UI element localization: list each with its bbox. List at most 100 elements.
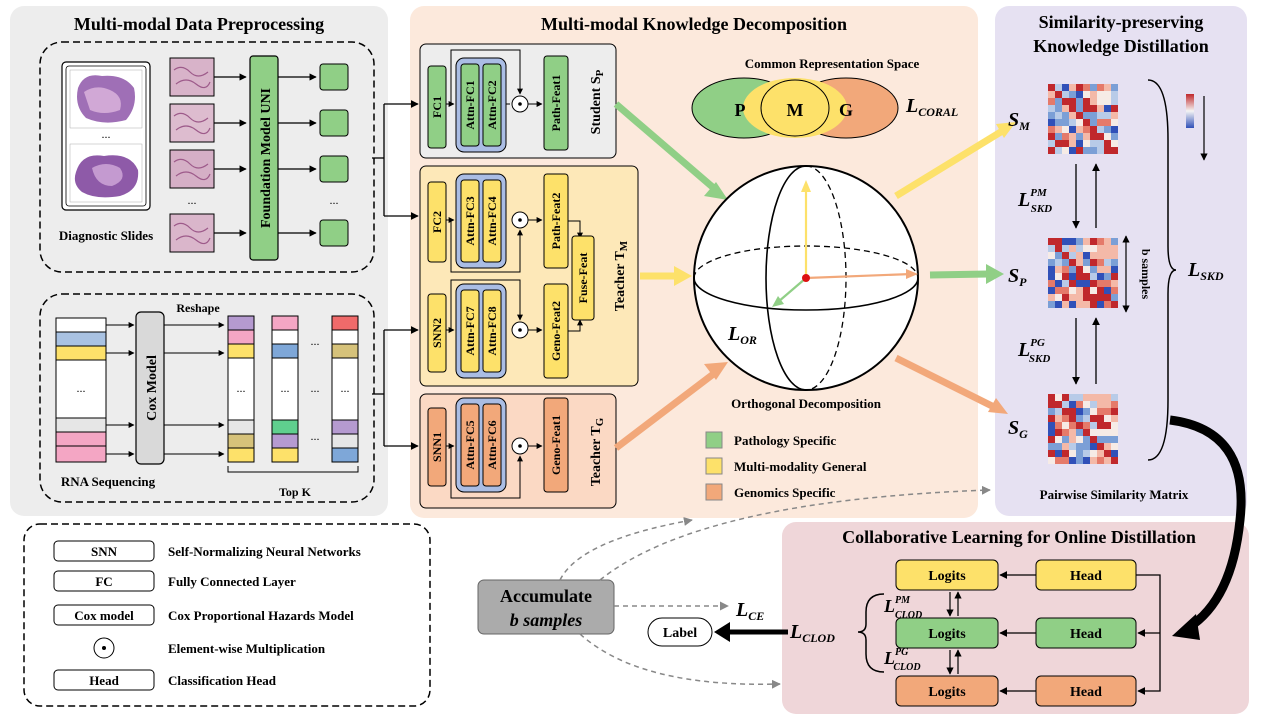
matrix-cell: [1111, 126, 1118, 133]
matrix-cell: [1097, 294, 1104, 301]
matrix-cell: [1097, 252, 1104, 259]
matrix-cell: [1062, 287, 1069, 294]
matrix-cell: [1076, 436, 1083, 443]
sphere-to-sp-arrow: [929, 270, 989, 279]
matrix-cell: [1076, 408, 1083, 415]
matrix-cell: [1062, 112, 1069, 119]
matrix-cell: [1083, 273, 1090, 280]
matrix-cell: [1048, 266, 1055, 273]
matrix-cell: [1062, 408, 1069, 415]
teacher-g-to-sphere-arrow: [613, 369, 719, 451]
matrix-cell: [1069, 91, 1076, 98]
svg-text:Attn-FC8: Attn-FC8: [485, 306, 499, 355]
common-space-label: Common Representation Space: [745, 56, 920, 71]
logits-p: [895, 617, 999, 649]
matrix-cell: [1048, 133, 1055, 140]
matrix-cell: [1090, 394, 1097, 401]
matrix-cell: [1104, 266, 1111, 273]
svg-text:Self-Normalizing Neural Networ: Self-Normalizing Neural Networks: [168, 544, 361, 559]
svg-text:P: P: [735, 100, 746, 120]
matrix-cell: [1069, 119, 1076, 126]
matrix-cell: [1076, 394, 1083, 401]
matrix-cell: [1062, 394, 1069, 401]
matrix-cell: [1090, 84, 1097, 91]
matrix-cell: [1055, 119, 1062, 126]
matrix-cell: [1104, 91, 1111, 98]
patches-dots: ...: [188, 193, 197, 207]
svg-text:SNN: SNN: [91, 544, 118, 559]
matrix-cell: [1055, 266, 1062, 273]
svg-text:G: G: [839, 100, 853, 120]
matrix-cell: [1048, 126, 1055, 133]
matrix-cell: [1090, 443, 1097, 450]
matrix-cell: [1083, 133, 1090, 140]
svg-text:...: ...: [237, 381, 246, 395]
matrix-cell: [1069, 294, 1076, 301]
matrix-cell: [1097, 259, 1104, 266]
matrix-cell: [1062, 422, 1069, 429]
matrix-cell: [1062, 429, 1069, 436]
matrix-cell: [1083, 266, 1090, 273]
matrix-cell: [1083, 245, 1090, 252]
matrix-cell: [1048, 280, 1055, 287]
matrix-cell: [1062, 238, 1069, 245]
matrix-cell: [1062, 415, 1069, 422]
matrix-cell: [1097, 408, 1104, 415]
matrix-cell: [1062, 91, 1069, 98]
matrix-cell: [1090, 266, 1097, 273]
matrix-cell: [1055, 147, 1062, 154]
matrix-cell: [1083, 401, 1090, 408]
matrix-cell: [1083, 280, 1090, 287]
matrix-cell: [1090, 133, 1097, 140]
rna-vector: [55, 317, 107, 463]
matrix-cell: [1069, 301, 1076, 308]
matrix-cell: [1097, 147, 1104, 154]
matrix-cell: [1062, 273, 1069, 280]
matrix-cell: [1076, 273, 1083, 280]
matrix-cell: [1062, 252, 1069, 259]
matrix-cell: [1076, 457, 1083, 464]
matrix-cell: [1076, 140, 1083, 147]
matrix-cell: [1076, 98, 1083, 105]
matrix-cell: [1111, 84, 1118, 91]
patch-features: [319, 63, 349, 247]
svg-text:...: ...: [341, 381, 350, 395]
matrix-cell: [1062, 401, 1069, 408]
sphere-to-sg-arrow: [894, 354, 998, 412]
teacher-m-label: Teacher TM: [613, 240, 630, 311]
matrix-cell: [1076, 84, 1083, 91]
logits-m: [895, 559, 999, 591]
svg-text:FC: FC: [95, 574, 112, 589]
matrix-cell: [1055, 84, 1062, 91]
label-box: [647, 617, 713, 647]
matrix-cell: [1104, 140, 1111, 147]
matrix-cell: [1104, 133, 1111, 140]
matrix-cell: [1111, 443, 1118, 450]
matrix-cell: [1104, 126, 1111, 133]
matrix-cell: [1090, 147, 1097, 154]
matrix-cell: [1069, 280, 1076, 287]
matrix-cell: [1083, 147, 1090, 154]
matrix-cell: [1048, 147, 1055, 154]
matrix-cell: [1090, 252, 1097, 259]
matrix-cell: [1076, 252, 1083, 259]
matrix-cell: [1097, 105, 1104, 112]
matrix-cell: [1097, 450, 1104, 457]
matrix-cell: [1062, 280, 1069, 287]
matrix-cell: [1055, 301, 1062, 308]
legend-genomics-swatch: [705, 483, 723, 501]
matrix-cell: [1048, 301, 1055, 308]
matrix-cell: [1111, 252, 1118, 259]
matrix-cell: [1076, 401, 1083, 408]
matrix-cell: [1055, 252, 1062, 259]
matrix-cell: [1048, 91, 1055, 98]
matrix-cell: [1048, 273, 1055, 280]
matrix-cell: [1097, 112, 1104, 119]
svg-text:Path-Feat1: Path-Feat1: [549, 75, 563, 132]
matrix-cell: [1083, 422, 1090, 429]
matrix-cell: [1062, 301, 1069, 308]
matrix-cell: [1055, 422, 1062, 429]
matrix-cell: [1076, 422, 1083, 429]
teacher-g-label: Teacher TG: [589, 417, 606, 486]
matrix-cell: [1111, 422, 1118, 429]
